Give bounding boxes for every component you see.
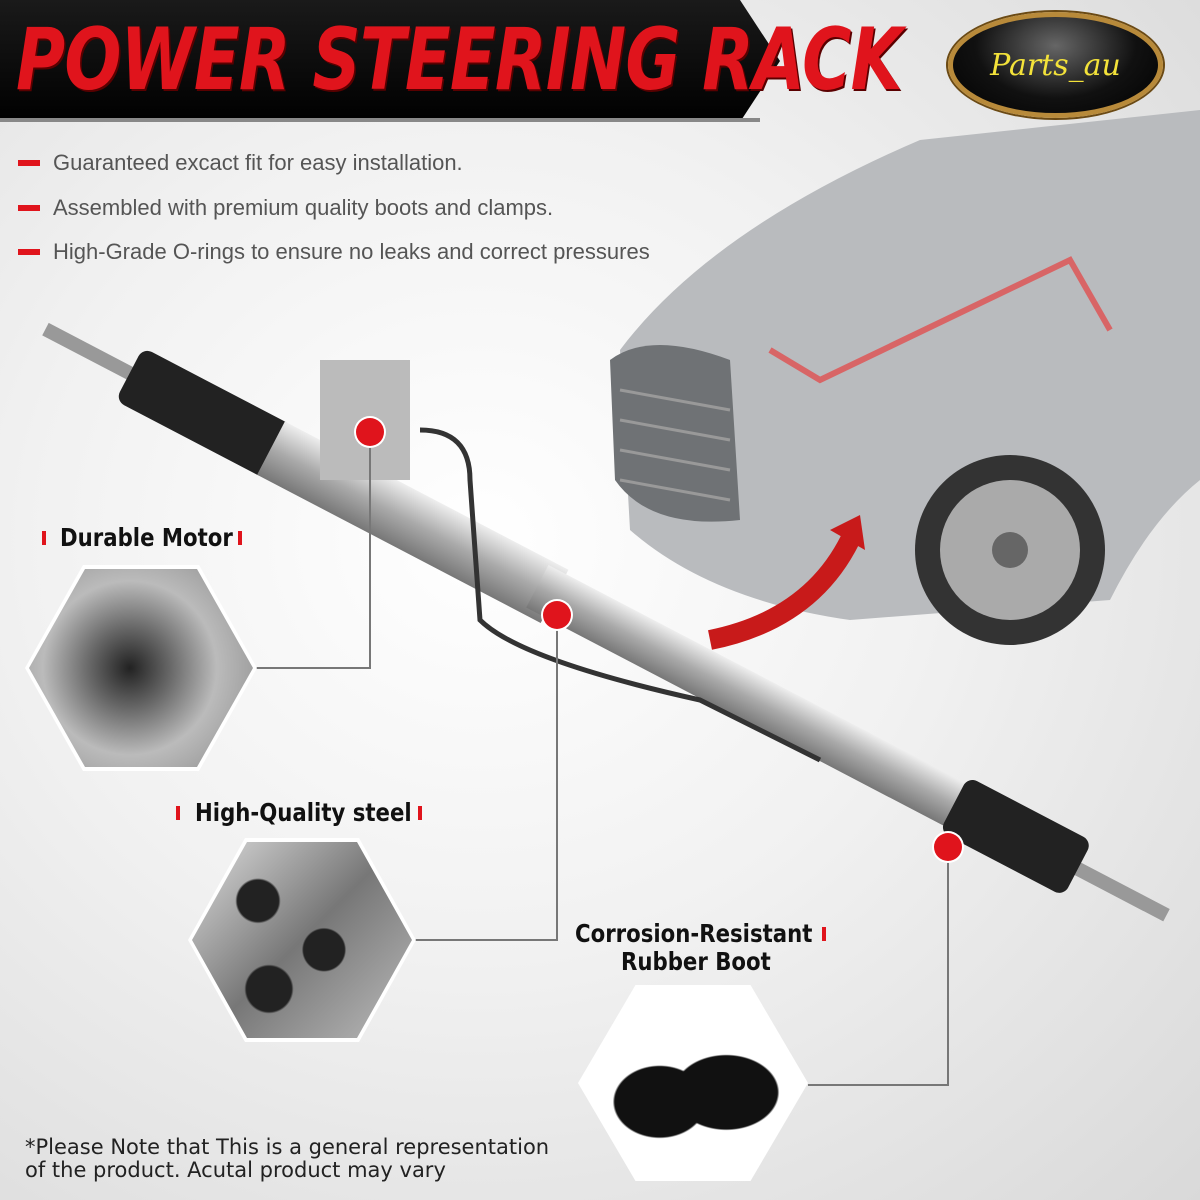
hotspot-steel[interactable]: [543, 601, 571, 629]
dash-icon: [18, 249, 40, 255]
brand-logo: Parts_au: [948, 12, 1163, 118]
disclaimer-note: *Please Note that This is a general repr…: [25, 1136, 549, 1182]
label-tick: [238, 531, 242, 545]
steel-tubes-image: [188, 838, 416, 1042]
note-line: of the product. Acutal product may vary: [25, 1158, 446, 1182]
label-tick: [822, 927, 826, 941]
label-tick: [176, 806, 180, 820]
hotspot-boot[interactable]: [934, 833, 962, 861]
leader-line: [255, 432, 371, 669]
title-banner: [0, 0, 780, 122]
leader-line: [808, 847, 949, 1086]
callout-label-steel: High-Quality steel: [195, 798, 412, 827]
dash-icon: [18, 205, 40, 211]
hotspot-motor[interactable]: [356, 418, 384, 446]
feature-text: Guaranteed excact fit for easy installat…: [53, 150, 463, 175]
label-tick: [42, 531, 46, 545]
feature-item: Assembled with premium quality boots and…: [18, 195, 553, 221]
dash-icon: [18, 160, 40, 166]
callout-label-boot-2: Rubber Boot: [621, 947, 771, 976]
callout-label-motor: Durable Motor: [60, 523, 233, 552]
page-title: POWER STEERING RACK: [16, 10, 903, 110]
feature-text: High-Grade O-rings to ensure no leaks an…: [53, 239, 650, 264]
banner-edge: [0, 118, 760, 122]
brand-logo-text: Parts_au: [990, 47, 1121, 83]
label-tick: [418, 806, 422, 820]
feature-item: Guaranteed excact fit for easy installat…: [18, 150, 463, 176]
feature-item: High-Grade O-rings to ensure no leaks an…: [18, 239, 650, 265]
callout-label-boot-1: Corrosion-Resistant: [575, 919, 813, 948]
feature-text: Assembled with premium quality boots and…: [53, 195, 554, 220]
car-illustration: [610, 110, 1200, 650]
note-line: *Please Note that This is a general repr…: [25, 1135, 550, 1159]
leader-line: [415, 615, 558, 941]
